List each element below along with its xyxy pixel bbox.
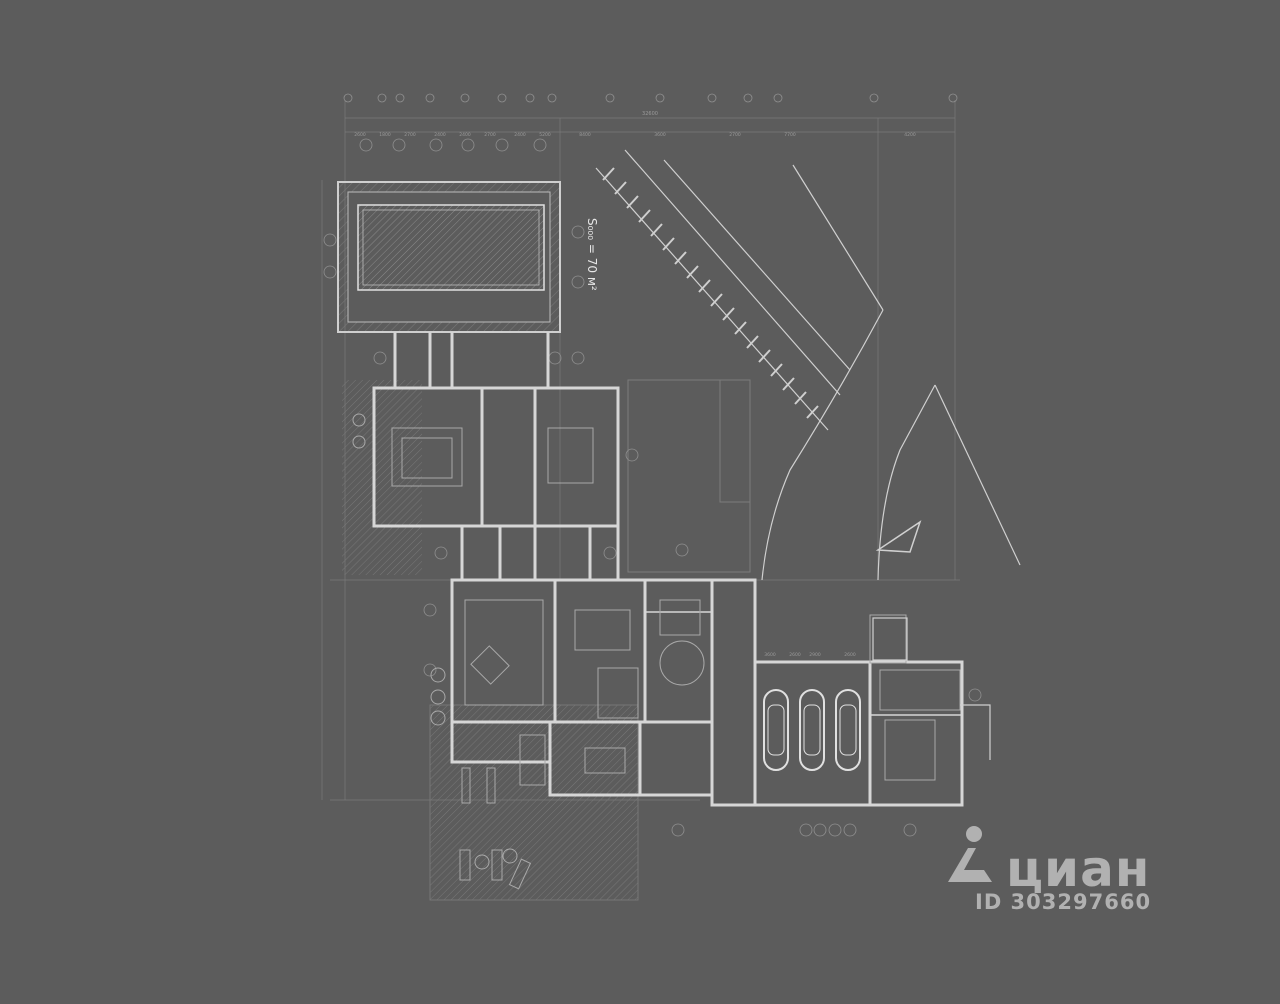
garage-dimension-label: 2600 xyxy=(844,652,856,658)
garage-dimension-labels: 3600 2600 2900 2600 xyxy=(764,652,856,658)
dimension-label: 2600 xyxy=(354,132,366,138)
dimension-label: 7700 xyxy=(784,132,796,138)
dimension-label: 2700 xyxy=(729,132,741,138)
pool-area-label: S₀₀₀ = 70 м² xyxy=(585,218,599,291)
garage-dimension-label: 2600 xyxy=(789,652,801,658)
site-lines xyxy=(595,149,1021,760)
building-walls xyxy=(372,332,964,807)
garage-dimension-label: 2900 xyxy=(809,652,821,658)
interior-details xyxy=(352,413,961,890)
dimension-label: 2400 xyxy=(434,132,446,138)
dimension-grid xyxy=(321,100,960,801)
top-dimension-labels: 2600 1800 2700 2400 2400 2700 2400 5200 8400 3600… xyxy=(354,132,916,138)
watermark-listing-id: ID 303297660 xyxy=(975,890,1152,914)
dimension-label: 2700 xyxy=(404,132,416,138)
dimension-label: 2400 xyxy=(459,132,471,138)
dimension-label: 3600 xyxy=(654,132,666,138)
garage-dimension-label: 3600 xyxy=(764,652,776,658)
dimension-label: 8400 xyxy=(579,132,591,138)
pool-block xyxy=(337,181,561,333)
dimension-label: 5200 xyxy=(539,132,551,138)
overall-dimension-label: 32600 xyxy=(642,111,658,117)
cian-logo-icon xyxy=(948,826,992,882)
dimension-label: 4200 xyxy=(904,132,916,138)
grid-axis-markers xyxy=(323,93,982,837)
dimension-label: 2700 xyxy=(484,132,496,138)
dimension-label: 1800 xyxy=(379,132,391,138)
parking-stripes xyxy=(602,167,819,419)
dimension-label: 2400 xyxy=(514,132,526,138)
terrace-zones xyxy=(342,379,751,901)
garage-cars xyxy=(763,689,861,771)
watermark-brand: циан xyxy=(1006,840,1151,898)
